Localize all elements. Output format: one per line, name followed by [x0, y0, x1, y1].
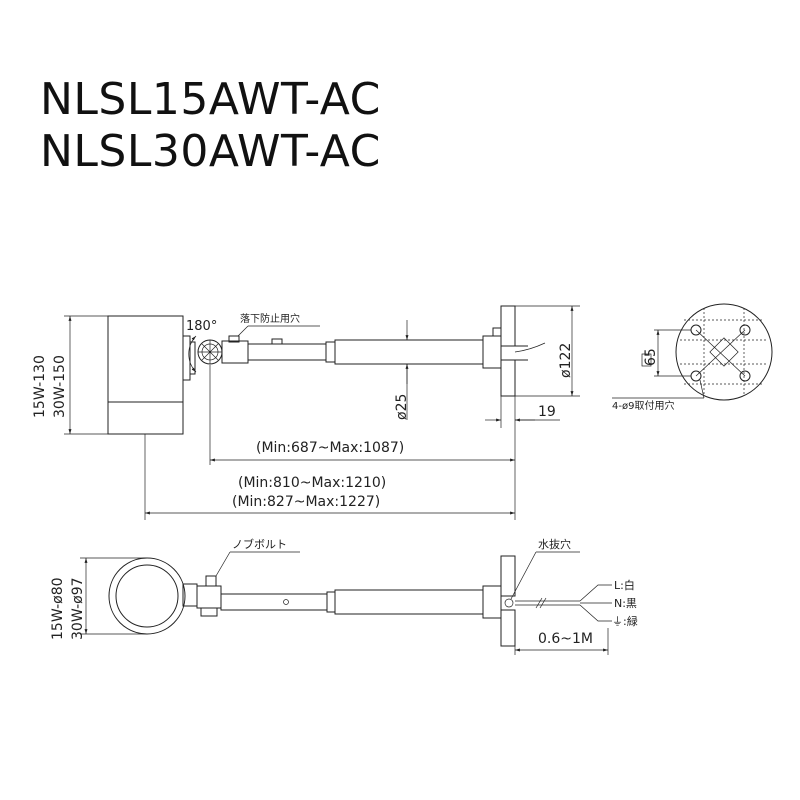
wire-L-label: L:白 — [614, 578, 635, 592]
side-outer-pipe — [334, 589, 484, 615]
knob-bolt — [205, 575, 217, 587]
mount-hole-4 — [739, 370, 751, 382]
wire-G — [579, 604, 612, 622]
side-joint-foot — [200, 607, 218, 617]
side-view: ノブボルト 水抜穴 L:白 N:黒 ⏚:緑 0.6~1M 15 — [50, 537, 638, 655]
rotation-angle-label: 180° — [186, 319, 217, 334]
side-flange-bottom — [500, 609, 516, 647]
outer-pipe — [334, 339, 484, 365]
mount-hole-2 — [739, 324, 751, 336]
flange-diameter-label: ø122 — [558, 343, 574, 378]
top-view: 180° 落下防止用穴 ø25 ø122 — [32, 305, 580, 520]
flange-block — [482, 335, 502, 369]
flange-thickness-label: 19 — [538, 404, 556, 420]
side-inner-pipe — [220, 593, 328, 611]
flange-plate-top — [500, 305, 516, 347]
height-30w-label: 30W-150 — [52, 355, 68, 418]
flange-nut-top — [492, 327, 502, 337]
side-joint — [196, 585, 222, 609]
side-pipe-hole — [283, 599, 289, 605]
joint-knurl — [198, 340, 222, 364]
rotation-arc — [188, 335, 197, 373]
drain-hole-label: 水抜穴 — [538, 537, 571, 551]
fall-prevention-hole-label: 落下防止用穴 — [240, 312, 300, 325]
wire-L — [579, 584, 612, 602]
lamp-face-outer — [108, 557, 186, 635]
fall-prevention-leader — [237, 325, 249, 337]
joint-connector — [221, 340, 249, 364]
inner-pipe-screw — [271, 338, 283, 345]
flange-circle — [675, 303, 773, 401]
lamp-body — [107, 315, 184, 435]
diameter-30w-label: 30W-ø97 — [70, 577, 86, 640]
wire-N-label: N:黒 — [614, 597, 637, 610]
flange-front-view: 65 4-ø9取付用穴 — [612, 303, 773, 412]
pipe-diameter-label: ø25 — [394, 394, 410, 420]
side-flange-top — [500, 555, 516, 597]
lamp-face-inner — [115, 564, 179, 628]
side-pipe-collar — [326, 591, 336, 613]
lamp-mount-inner — [189, 341, 196, 375]
knob-bolt-label: ノブボルト — [232, 537, 287, 551]
diameter-15w-label: 15W-ø80 — [50, 577, 66, 640]
cable-length-label: 0.6~1M — [538, 631, 593, 647]
height-15w-label: 15W-130 — [32, 355, 48, 418]
length-1-label: (Min:687~Max:1087) — [256, 440, 404, 456]
fall-prevention-hole — [228, 335, 240, 343]
flange-plate-bottom — [500, 359, 516, 397]
length-3-label: (Min:827~Max:1227) — [232, 494, 380, 510]
side-flange-block — [482, 585, 502, 619]
pcd-label: 65 — [643, 348, 659, 366]
inner-pipe — [247, 343, 327, 361]
mounting-holes-label: 4-ø9取付用穴 — [612, 399, 674, 412]
length-2-label: (Min:810~Max:1210) — [238, 475, 386, 491]
model-title-30w: NLSL30AWT-AC — [40, 126, 381, 177]
wire-G-label: ⏚:緑 — [612, 614, 638, 628]
cable-top — [514, 342, 546, 353]
flange-hub — [709, 337, 739, 367]
model-title-15w: NLSL15AWT-AC — [40, 74, 381, 125]
drain-hole — [504, 598, 514, 608]
pipe-collar — [325, 341, 336, 363]
